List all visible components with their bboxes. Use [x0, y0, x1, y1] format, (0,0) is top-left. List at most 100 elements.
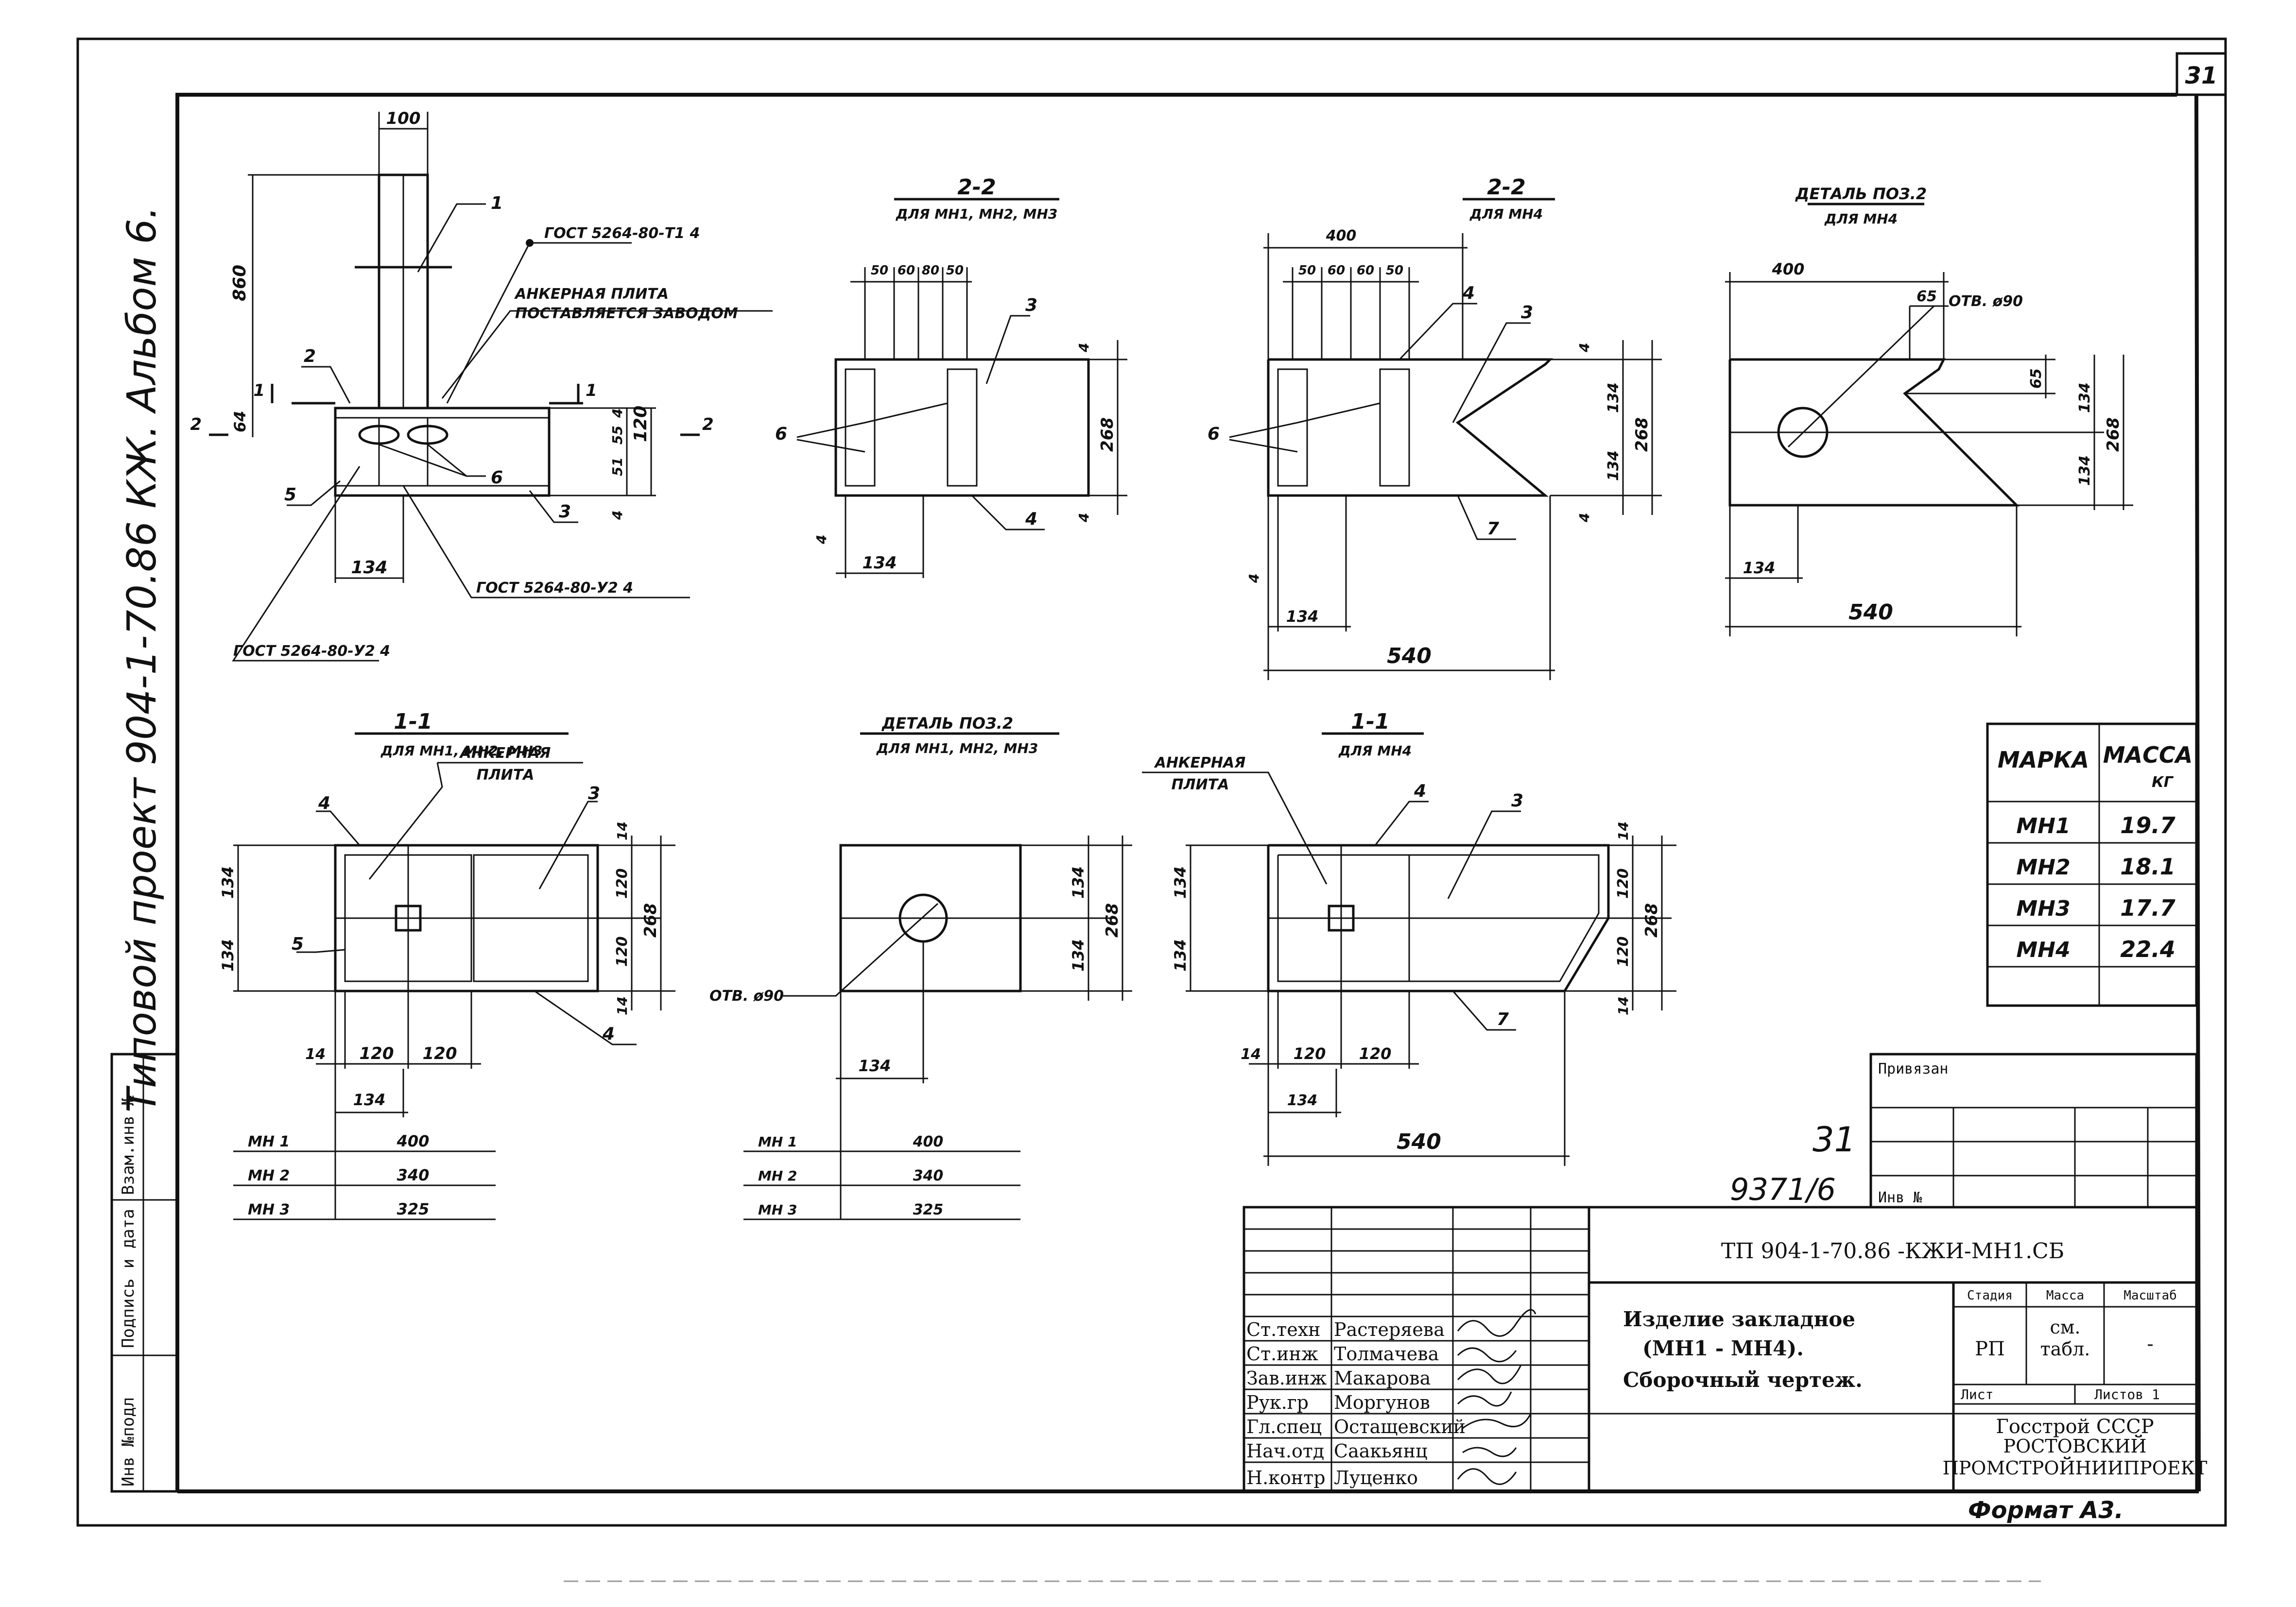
handwritten-number: 31 [1813, 1120, 1856, 1160]
svg-text:4: 4 [609, 409, 625, 418]
svg-text:268: 268 [2104, 417, 2123, 452]
svg-text:7: 7 [1497, 1009, 1509, 1029]
svg-text:АНКЕРНАЯ ПЛИТА: АНКЕРНАЯ ПЛИТА [514, 286, 669, 303]
svg-text:Лист: Лист [1961, 1386, 1993, 1402]
svg-text:МН 3: МН 3 [758, 1202, 797, 1218]
detail-pos2-a: ДЕТАЛЬ ПОЗ.2 ДЛЯ МН1, МН2, МН3 ОТВ. ø90 … [709, 714, 1132, 1219]
svg-text:120: 120 [1615, 868, 1632, 899]
svg-text:Моргунов: Моргунов [1334, 1392, 1430, 1413]
svg-text:2-2: 2-2 [1487, 175, 1526, 200]
svg-text:МН 3: МН 3 [248, 1201, 290, 1218]
svg-text:ДЛЯ МН1, МН2, МН3: ДЛЯ МН1, МН2, МН3 [876, 740, 1038, 756]
svg-text:14: 14 [1615, 821, 1631, 840]
svg-text:268: 268 [1103, 903, 1122, 938]
svg-text:ПОСТАВЛЯЕТСЯ ЗАВОДОМ: ПОСТАВЛЯЕТСЯ ЗАВОДОМ [515, 305, 738, 322]
svg-text:4: 4 [1025, 509, 1037, 529]
svg-text:50: 50 [946, 263, 964, 278]
length-table-b: МН 1 400 МН 2 340 МН 3 325 [743, 1133, 1020, 1220]
svg-text:2: 2 [190, 415, 202, 434]
svg-text:-: - [2147, 1333, 2154, 1355]
svg-text:400: 400 [913, 1133, 944, 1150]
svg-text:134: 134 [351, 558, 387, 578]
svg-text:17.7: 17.7 [2120, 895, 2175, 921]
svg-text:Инв №: Инв № [1878, 1189, 1922, 1206]
svg-text:см.: см. [2050, 1316, 2081, 1338]
svg-text:325: 325 [397, 1200, 430, 1218]
svg-text:ДЛЯ МН1, МН2, МН3: ДЛЯ МН1, МН2, МН3 [380, 743, 543, 759]
svg-text:Зав.инж: Зав.инж [1246, 1368, 1327, 1389]
svg-text:80: 80 [922, 263, 939, 278]
svg-text:4: 4 [1576, 513, 1592, 523]
svg-text:МН 2: МН 2 [248, 1167, 290, 1184]
title-block: Ст.техн Растеряева Ст.инж Толмачева Зав.… [1243, 1206, 2207, 1493]
svg-text:7: 7 [1487, 519, 1499, 539]
section-1-1-b: 1-1 ДЛЯ МН4 АНКЕРНАЯ ПЛИТА 3 4 7 134 134… [1142, 709, 1676, 1166]
svg-text:Стадия: Стадия [1967, 1288, 2013, 1303]
svg-text:РП: РП [1975, 1338, 2005, 1360]
svg-text:22.4: 22.4 [2120, 936, 2175, 962]
svg-text:МН2: МН2 [2016, 855, 2070, 880]
svg-text:60: 60 [898, 263, 915, 278]
svg-text:ДЛЯ МН4: ДЛЯ МН4 [1469, 206, 1543, 222]
side-stamp-label: Взам.инв № [119, 1095, 138, 1195]
svg-text:Госстрой СССР: Госстрой СССР [1996, 1416, 2154, 1438]
svg-text:РОСТОВСКИЙ: РОСТОВСКИЙ [2003, 1435, 2147, 1457]
svg-text:КГ: КГ [2152, 774, 2174, 791]
svg-text:2: 2 [702, 415, 714, 434]
svg-text:400: 400 [1326, 227, 1357, 244]
detail-pos2-b: ДЕТАЛЬ ПОЗ.2 ДЛЯ МН4 400 65 ОТВ. ø90 65 … [1725, 185, 2133, 636]
svg-text:Масса: Масса [2046, 1288, 2084, 1303]
svg-text:ДЕТАЛЬ ПОЗ.2: ДЕТАЛЬ ПОЗ.2 [1795, 185, 1927, 203]
svg-text:1: 1 [586, 381, 597, 400]
mass-table: МАРКА МАССА КГ МН1 19.7 МН2 18.1 МН3 17.… [1986, 722, 2198, 1007]
svg-text:19.7: 19.7 [2120, 812, 2175, 838]
svg-text:4: 4 [1246, 574, 1262, 583]
svg-text:134: 134 [859, 1057, 891, 1075]
svg-text:340: 340 [913, 1167, 944, 1184]
svg-text:120: 120 [423, 1044, 457, 1063]
svg-text:5: 5 [292, 934, 304, 954]
svg-text:55: 55 [609, 426, 625, 444]
svg-text:100: 100 [386, 109, 421, 128]
svg-text:268: 268 [1098, 417, 1117, 452]
svg-text:ДЛЯ МН1, МН2, МН3: ДЛЯ МН1, МН2, МН3 [896, 206, 1058, 222]
svg-text:Н.контр: Н.контр [1246, 1467, 1326, 1488]
svg-text:134: 134 [219, 866, 237, 899]
svg-text:120: 120 [631, 406, 651, 442]
inner-frame-top [175, 93, 2177, 1491]
svg-text:1: 1 [253, 381, 265, 400]
handwritten-number: 9371/6 [1730, 1172, 1836, 1207]
svg-text:540: 540 [1848, 600, 1893, 625]
svg-text:134: 134 [1286, 607, 1319, 626]
svg-text:14: 14 [1615, 996, 1631, 1015]
svg-text:340: 340 [397, 1166, 430, 1184]
svg-text:МН 1: МН 1 [248, 1133, 290, 1150]
svg-text:134: 134 [1171, 939, 1190, 972]
svg-text:14: 14 [614, 821, 630, 840]
outer-frame [76, 37, 2227, 1527]
svg-text:табл.: табл. [2040, 1338, 2090, 1360]
svg-text:Сборочный чертеж.: Сборочный чертеж. [1623, 1368, 1863, 1392]
main-view: 100 860 64 4 55 51 4 120 134 1 2 3 5 6 1… [190, 109, 773, 662]
svg-text:ГОСТ 5264-80-У2 4: ГОСТ 5264-80-У2 4 [476, 580, 633, 597]
svg-text:3: 3 [1511, 791, 1523, 811]
svg-text:2: 2 [304, 346, 316, 366]
svg-text:Ст.инж: Ст.инж [1246, 1343, 1318, 1365]
svg-text:540: 540 [1397, 1129, 1441, 1154]
length-table-a: МН 1 400 МН 2 340 МН 3 325 [233, 1132, 496, 1220]
svg-text:120: 120 [614, 868, 631, 899]
embedded-plate [334, 407, 551, 497]
svg-text:134: 134 [1287, 1092, 1318, 1109]
svg-text:Луценко: Луценко [1334, 1467, 1418, 1488]
svg-text:4: 4 [602, 1024, 615, 1044]
svg-text:Нач.отд: Нач.отд [1246, 1440, 1324, 1462]
format-label: Формат А3. [1968, 1497, 2123, 1524]
svg-text:4: 4 [1414, 781, 1426, 801]
plate-plan [1267, 844, 1610, 992]
svg-text:Рук.гр: Рук.гр [1246, 1392, 1309, 1413]
plate-section [834, 358, 1090, 497]
svg-text:ПЛИТА: ПЛИТА [477, 767, 535, 784]
svg-text:2-2: 2-2 [957, 175, 996, 200]
svg-text:1-1: 1-1 [1351, 709, 1390, 734]
